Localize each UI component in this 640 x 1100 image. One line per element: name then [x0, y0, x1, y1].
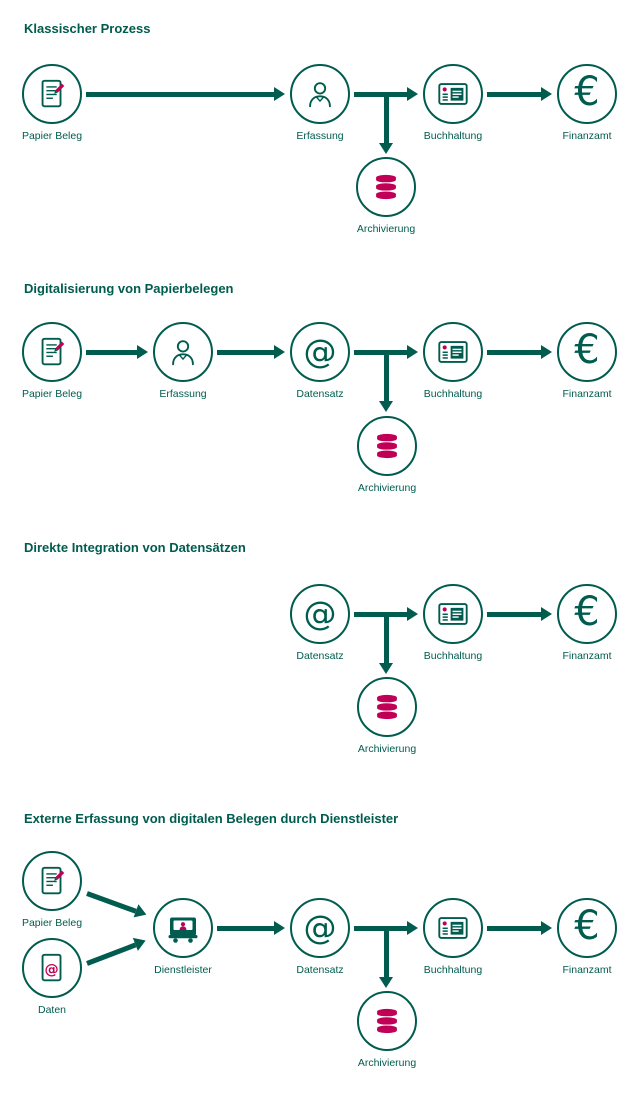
euro-icon: €: [574, 327, 600, 373]
node-erfassung: [153, 322, 213, 382]
node-datensatz: @: [290, 322, 350, 382]
euro-icon: €: [574, 589, 600, 635]
node-label-datensatz: Datensatz: [296, 650, 344, 662]
node-finanzamt: €: [557, 584, 617, 644]
node-datensatz: @: [290, 584, 350, 644]
node-label-finanzamt: Finanzamt: [562, 130, 612, 142]
node-papier-beleg: [22, 851, 82, 911]
node-buchhaltung: [423, 898, 483, 958]
node-buchhaltung: [423, 322, 483, 382]
arrow-to-archivierung: [379, 930, 393, 988]
node-label-finanzamt: Finanzamt: [562, 388, 612, 400]
node-dienstleister: [153, 898, 213, 958]
node-buchhaltung: [423, 584, 483, 644]
document-at-icon: @: [41, 953, 62, 982]
database-icon: [376, 432, 398, 460]
node-papier-beleg: [22, 322, 82, 382]
person-icon: [309, 82, 331, 108]
arrow-datensatz-to-buchhaltung: [354, 344, 418, 359]
node-label-archivierung: Archivierung: [357, 743, 417, 755]
arrow-buchhaltung-to-finanzamt: [487, 920, 552, 935]
node-label-finanzamt: Finanzamt: [562, 650, 612, 662]
node-label-papier-beleg: Papier Beleg: [21, 388, 83, 400]
database-icon: [376, 693, 398, 721]
accounting-screen-icon: [438, 83, 468, 105]
section-title-direkte-integration: Direkte Integration von Datensätzen: [24, 540, 246, 555]
node-label-erfassung: Erfassung: [159, 388, 207, 400]
database-icon: [376, 1007, 398, 1035]
node-finanzamt: €: [557, 898, 617, 958]
node-archivierung: [357, 416, 417, 476]
node-label-archivierung: Archivierung: [357, 482, 417, 494]
document-pencil-icon: [41, 337, 66, 366]
node-label-finanzamt: Finanzamt: [562, 964, 612, 976]
at-icon: @: [303, 907, 337, 947]
node-label-datensatz: Datensatz: [296, 964, 344, 976]
arrow-erfassung-to-buchhaltung: [354, 86, 418, 101]
arrow-datensatz-to-buchhaltung: [354, 606, 418, 621]
arrow-papierbeleg-to-erfassung: [86, 86, 285, 101]
accounting-screen-icon: [438, 341, 468, 363]
node-archivierung: [357, 677, 417, 737]
node-label-archivierung: Archivierung: [356, 223, 416, 235]
node-label-buchhaltung: Buchhaltung: [423, 130, 483, 142]
arrow-papierbeleg-to-dienstleister: [86, 890, 137, 914]
euro-icon: €: [574, 69, 600, 115]
node-daten: @: [22, 938, 82, 998]
node-finanzamt: €: [557, 64, 617, 124]
node-label-dienstleister: Dienstleister: [154, 964, 212, 976]
node-label-erfassung: Erfassung: [296, 130, 344, 142]
node-archivierung: [356, 157, 416, 217]
node-label-buchhaltung: Buchhaltung: [423, 964, 483, 976]
node-label-papier-beleg: Papier Beleg: [21, 917, 83, 929]
accounting-screen-icon: [438, 603, 468, 625]
node-archivierung: [357, 991, 417, 1051]
arrow-datensatz-to-buchhaltung: [354, 920, 418, 935]
accounting-screen-icon: [438, 917, 468, 939]
arrow-buchhaltung-to-finanzamt: [487, 606, 552, 621]
delivery-truck-icon: [168, 917, 198, 943]
node-label-buchhaltung: Buchhaltung: [423, 388, 483, 400]
arrow-erfassung-to-datensatz: [217, 344, 285, 359]
node-finanzamt: €: [557, 322, 617, 382]
node-erfassung: [290, 64, 350, 124]
arrow-to-archivierung: [379, 354, 393, 412]
node-label-papier-beleg: Papier Beleg: [21, 130, 83, 142]
node-label-daten: Daten: [37, 1004, 67, 1016]
arrow-dienstleister-to-datensatz: [217, 920, 285, 935]
node-label-archivierung: Archivierung: [357, 1057, 417, 1069]
node-buchhaltung: [423, 64, 483, 124]
arrow-papierbeleg-to-erfassung: [86, 344, 148, 359]
arrow-to-archivierung: [379, 96, 393, 154]
arrow-buchhaltung-to-finanzamt: [487, 86, 552, 101]
database-icon: [375, 173, 397, 201]
document-pencil-icon: [41, 866, 66, 895]
arrow-daten-to-dienstleister: [86, 942, 137, 966]
section-title-externe-erfassung: Externe Erfassung von digitalen Belegen …: [24, 811, 399, 826]
at-glyph: @: [44, 962, 58, 978]
at-icon: @: [303, 593, 337, 633]
at-icon: @: [303, 331, 337, 371]
person-icon: [172, 340, 194, 366]
arrow-buchhaltung-to-finanzamt: [487, 344, 552, 359]
node-label-buchhaltung: Buchhaltung: [423, 650, 483, 662]
arrow-to-archivierung: [379, 616, 393, 674]
euro-icon: €: [574, 903, 600, 949]
section-title-digitalisierung: Digitalisierung von Papierbelegen: [24, 281, 234, 296]
node-label-datensatz: Datensatz: [296, 388, 344, 400]
section-title-klassischer-prozess: Klassischer Prozess: [24, 21, 151, 36]
node-datensatz: @: [290, 898, 350, 958]
document-pencil-icon: [41, 79, 66, 108]
node-papier-beleg: [22, 64, 82, 124]
